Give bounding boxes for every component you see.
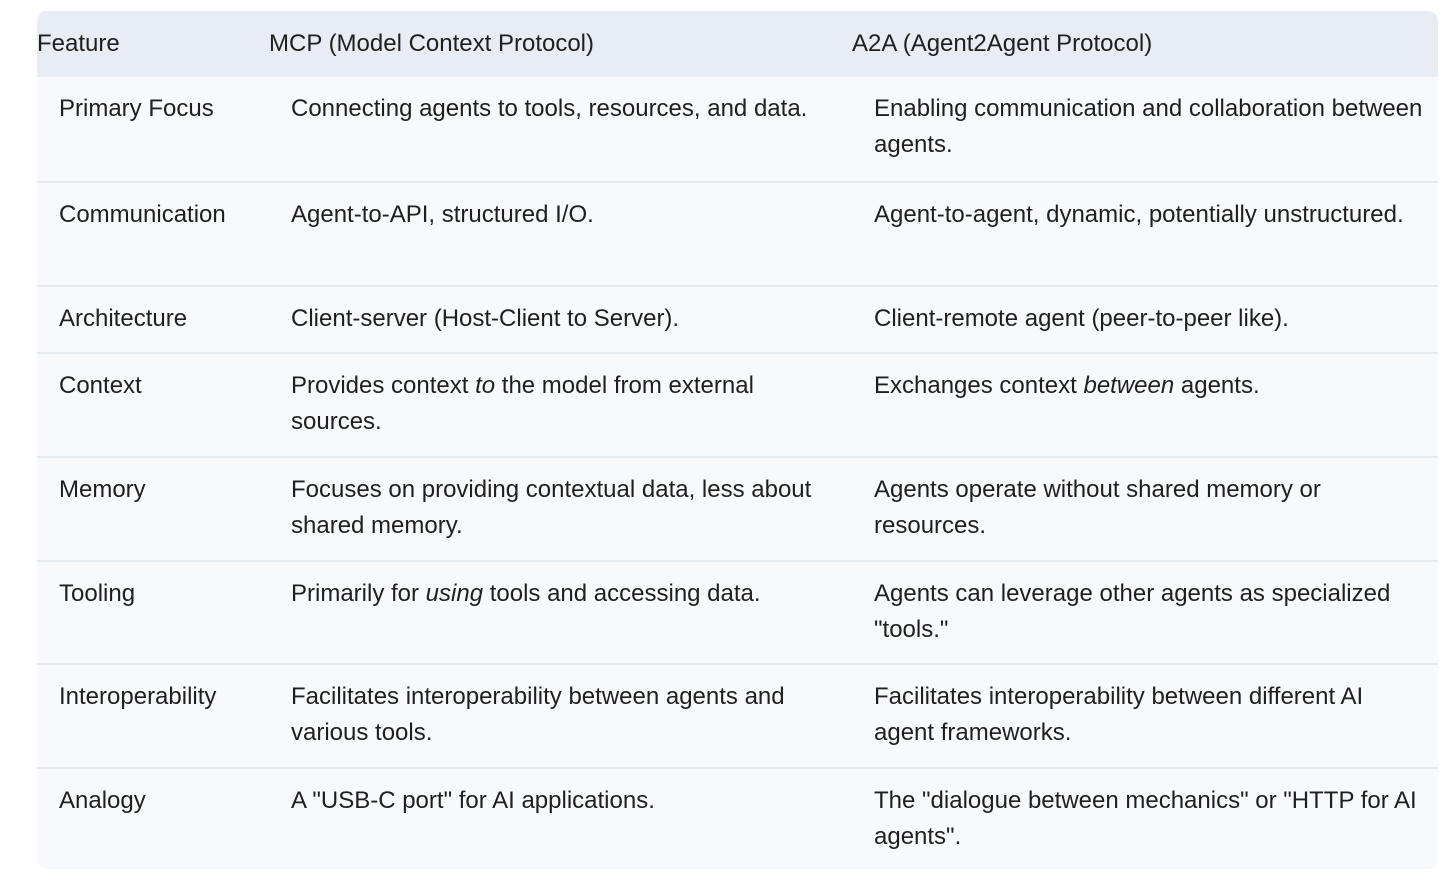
a2a-cell: Enabling communication and collaboration…: [852, 77, 1438, 181]
cell-text: Primarily for: [291, 580, 426, 607]
table-row: Primary Focus Connecting agents to tools,…: [37, 77, 1438, 181]
cell-text: Agents operate without shared memory or …: [874, 476, 1321, 539]
table-row: Context Provides context to the model fro…: [37, 352, 1438, 456]
a2a-cell: Client-remote agent (peer-to-peer like).: [852, 287, 1438, 352]
mcp-cell: A "USB-C port" for AI applications.: [269, 769, 852, 869]
cell-text: Focuses on providing contextual data, le…: [291, 476, 812, 539]
a2a-cell: Agents can leverage other agents as spec…: [852, 562, 1438, 663]
header-a2a: A2A (Agent2Agent Protocol): [852, 30, 1153, 57]
feature-cell: Analogy: [59, 787, 146, 814]
feature-cell: Primary Focus: [59, 95, 214, 122]
cell-text: Exchanges context: [874, 372, 1084, 399]
cell-text: Provides context: [291, 372, 476, 399]
cell-text: Enabling communication and collaboration…: [874, 95, 1423, 158]
header-mcp: MCP (Model Context Protocol): [269, 30, 595, 57]
mcp-cell: Facilitates interoperability between age…: [269, 665, 852, 767]
table-row: Architecture Client-server (Host-Client t…: [37, 285, 1438, 352]
feature-cell: Communication: [59, 201, 226, 228]
cell-text: A "USB-C port" for AI applications.: [291, 787, 655, 814]
cell-text: Agents can leverage other agents as spec…: [874, 580, 1391, 643]
emphasized-text: between: [1083, 372, 1175, 399]
cell-text: Facilitates interoperability between dif…: [874, 683, 1364, 746]
mcp-cell: Connecting agents to tools, resources, a…: [269, 77, 852, 181]
cell-text: tools and accessing data.: [483, 580, 761, 607]
table-header: Feature MCP (Model Context Protocol) A2A…: [37, 11, 1438, 77]
a2a-cell: Agents operate without shared memory or …: [852, 458, 1438, 560]
a2a-cell: Facilitates interoperability between dif…: [852, 665, 1438, 767]
table-row: Interoperability Facilitates interoperabi…: [37, 663, 1438, 767]
feature-cell: Tooling: [59, 580, 136, 607]
header-feature: Feature: [37, 30, 120, 57]
mcp-cell: Client-server (Host-Client to Server).: [269, 287, 852, 352]
comparison-table: Feature MCP (Model Context Protocol) A2A…: [37, 11, 1438, 869]
feature-cell: Interoperability: [59, 683, 217, 710]
mcp-cell: Provides context to the model from exter…: [269, 354, 852, 456]
cell-text: Client-server (Host-Client to Server).: [291, 305, 680, 332]
cell-text: Facilitates interoperability between age…: [291, 683, 785, 746]
table-row: Tooling Primarily for using tools and acc…: [37, 560, 1438, 663]
cell-text: Connecting agents to tools, resources, a…: [291, 95, 808, 122]
feature-cell: Context: [59, 372, 142, 399]
cell-text: Agent-to-agent, dynamic, potentially uns…: [874, 201, 1404, 228]
feature-cell: Memory: [59, 476, 146, 503]
table-row: Analogy A "USB-C port" for AI application…: [37, 767, 1438, 869]
a2a-cell: Exchanges context between agents.: [852, 354, 1438, 456]
cell-text: the model from external sources.: [291, 372, 754, 435]
a2a-cell: The "dialogue between mechanics" or "HTT…: [852, 769, 1438, 869]
mcp-cell: Primarily for using tools and accessing …: [269, 562, 852, 663]
mcp-cell: Agent-to-API, structured I/O.: [269, 183, 852, 285]
emphasized-text: using: [425, 580, 484, 607]
table-body: Primary Focus Connecting agents to tools,…: [37, 77, 1438, 869]
cell-text: agents.: [1174, 372, 1260, 399]
cell-text: The "dialogue between mechanics" or "HTT…: [874, 787, 1417, 850]
a2a-cell: Agent-to-agent, dynamic, potentially uns…: [852, 183, 1438, 285]
table-row: Communication Agent-to-API, structured I/…: [37, 181, 1438, 285]
emphasized-text: to: [475, 372, 496, 399]
cell-text: Agent-to-API, structured I/O.: [291, 201, 594, 228]
feature-cell: Architecture: [59, 305, 188, 332]
mcp-cell: Focuses on providing contextual data, le…: [269, 458, 852, 560]
table-row: Memory Focuses on providing contextual da…: [37, 456, 1438, 560]
cell-text: Client-remote agent (peer-to-peer like).: [874, 305, 1289, 332]
